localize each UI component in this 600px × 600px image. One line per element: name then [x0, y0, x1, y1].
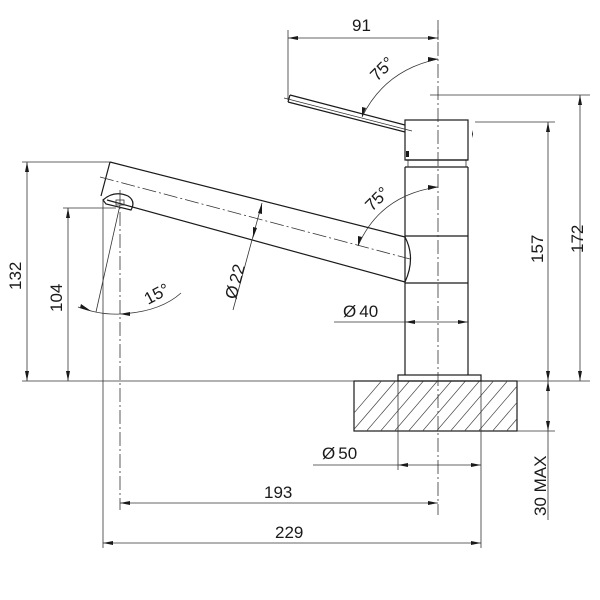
- dim-spout-tilt: 15°: [77, 280, 182, 316]
- dim-91-label: 91: [352, 16, 371, 35]
- dim-spout-tilt-label: 15°: [141, 280, 173, 309]
- dim-104-label: 104: [47, 284, 66, 312]
- dim-spout-top-height: 132: [6, 161, 354, 382]
- dim-157-label: 157: [528, 235, 547, 263]
- dim-overall-height: 172: [430, 94, 590, 382]
- dim-132-label: 132: [6, 262, 25, 290]
- dim-spout-diameter: Ø22: [222, 202, 263, 311]
- spout: [99, 161, 412, 283]
- dim-bench-thickness: 30 MAX: [517, 381, 555, 520]
- dim-handle-reach: 91: [287, 16, 439, 100]
- bench-section: [353, 380, 518, 548]
- dim-spout-diameter-label: Ø22: [222, 262, 249, 301]
- tap-body: [397, 119, 482, 382]
- dim-handle-angle-label: 75°: [366, 53, 398, 85]
- dim-handle-angle: 75°: [361, 53, 439, 118]
- dim-172-label: 172: [568, 225, 587, 253]
- dim-spout-reach: 193: [120, 483, 438, 505]
- dim-outlet-height: 104: [47, 200, 116, 548]
- dim-30max-label: 30 MAX: [531, 456, 550, 516]
- dim-193-label: 193: [264, 483, 292, 502]
- dim-spout-angle-label: 75°: [361, 183, 393, 215]
- dim-overall-length: 229: [103, 523, 481, 545]
- dim-body-height: 157: [475, 121, 555, 382]
- handle-cap: [404, 119, 469, 161]
- dim-229-label: 229: [275, 523, 303, 542]
- handle-lever: [283, 94, 413, 133]
- base-flange: [397, 374, 482, 382]
- section-hatching: [354, 381, 517, 431]
